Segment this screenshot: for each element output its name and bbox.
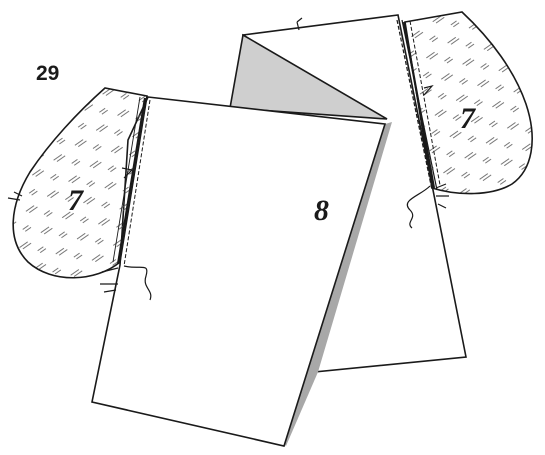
- sleeve-left-label: 7: [68, 184, 84, 217]
- notch-mark: [296, 17, 303, 31]
- body-label: 8: [314, 194, 329, 227]
- step-number: 29: [36, 62, 60, 85]
- folded-corner: [229, 33, 388, 120]
- edge-shadow: [284, 122, 392, 446]
- sleeve-left-piece: 7: [7, 87, 152, 301]
- sleeve-right-piece: 7: [402, 11, 533, 229]
- seam-dashed: [396, 19, 433, 191]
- sleeve-right-label: 7: [460, 102, 476, 135]
